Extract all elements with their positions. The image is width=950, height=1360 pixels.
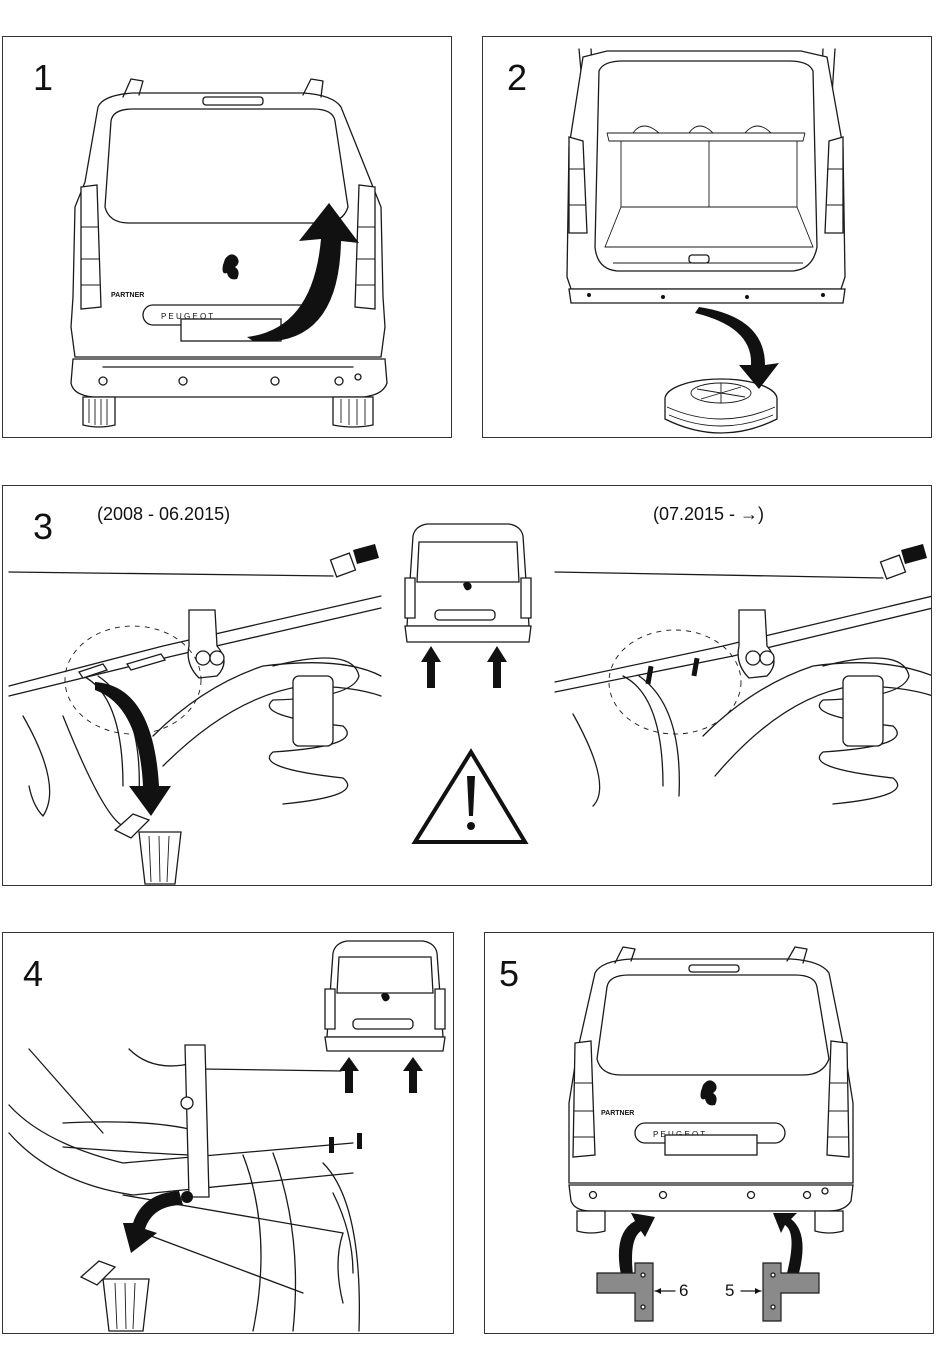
car-rear-bracket-install-illustration: PARTNER P E U G E O T bbox=[568, 946, 854, 1322]
panel-number: 4 bbox=[23, 953, 44, 994]
underbody-bolt-removal-illustration bbox=[8, 940, 446, 1332]
model-badge: PARTNER bbox=[601, 1110, 634, 1117]
panel-1: 1 PARTNER P E U G E O T bbox=[2, 36, 452, 438]
panel-number: 2 bbox=[507, 57, 528, 98]
bracket-part-number-right: 5 bbox=[725, 1281, 735, 1300]
bracket-part-number-left: 6 bbox=[679, 1281, 689, 1300]
caption-early-models: (2008 - 06.2015) bbox=[97, 504, 231, 524]
panel-2: 2 bbox=[482, 36, 932, 438]
caption-late-models: (07.2015 - →) bbox=[653, 504, 765, 524]
panel-number: 3 bbox=[33, 506, 54, 547]
car-rear-open-spare-wheel-illustration bbox=[566, 48, 846, 434]
panel-4: 4 bbox=[2, 932, 454, 1334]
panel-number: 5 bbox=[499, 953, 520, 994]
panel-3: 3 (2008 - 06.2015) (07.2015 - →) bbox=[2, 485, 932, 886]
panel-number: 1 bbox=[33, 57, 54, 98]
underbody-bumper-removal-illustration bbox=[8, 523, 931, 885]
brand-badge: P E U G E O T bbox=[161, 312, 213, 321]
car-rear-closed-illustration: PARTNER P E U G E O T bbox=[70, 78, 388, 428]
panel-5: 5 PARTNER P E U G E O T 6 5 bbox=[484, 932, 934, 1334]
model-badge: PARTNER bbox=[111, 292, 144, 299]
